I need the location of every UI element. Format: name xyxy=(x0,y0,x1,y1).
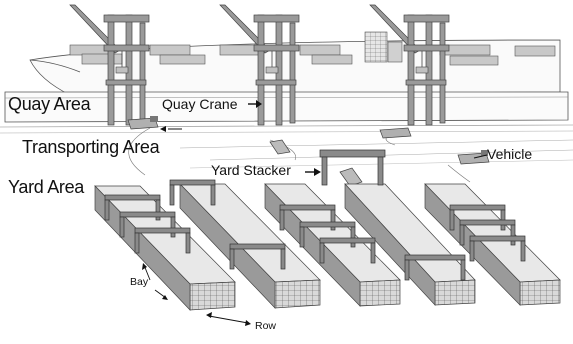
bay-label: Bay xyxy=(130,276,148,288)
row-arrow-icon xyxy=(206,312,251,326)
yard-area-label: Yard Area xyxy=(8,177,84,198)
vehicle-icon xyxy=(458,150,489,164)
ship-bridge-icon xyxy=(365,32,402,62)
transporting-area-label: Transporting Area xyxy=(22,137,159,158)
yard-stacker-label: Yard Stacker xyxy=(211,162,291,178)
vehicle-icon xyxy=(340,168,362,186)
vehicle-icon xyxy=(270,140,290,154)
yard-blocks xyxy=(95,184,560,310)
vehicle-label: Vehicle xyxy=(487,146,532,162)
yard-stacker-arrow-icon xyxy=(305,168,321,176)
row-label: Row xyxy=(255,320,276,332)
quay-crane-label: Quay Crane xyxy=(162,96,237,112)
vehicle-icon xyxy=(380,128,411,138)
transport-arrow-icon xyxy=(160,126,182,132)
quay-area-label: Quay Area xyxy=(8,94,90,115)
